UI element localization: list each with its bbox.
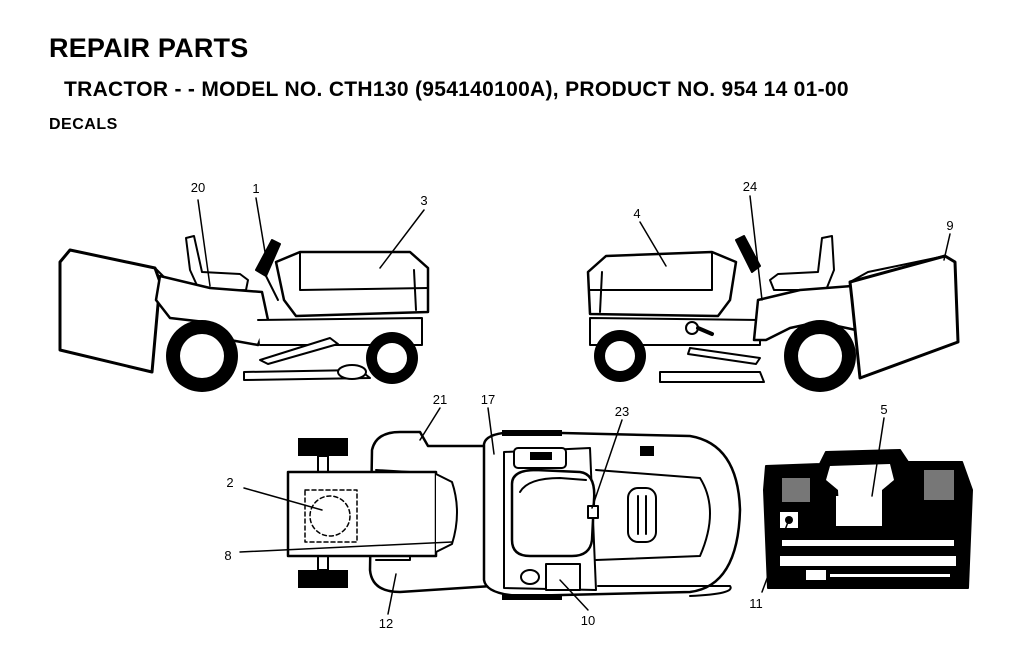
callout-17: 17	[481, 392, 495, 407]
leader-lines	[197, 195, 951, 615]
tractor-right-side-view	[586, 235, 960, 392]
callout-3: 3	[420, 193, 427, 208]
tractor-top-view	[286, 430, 742, 600]
callout-1: 1	[252, 181, 259, 196]
callout-11: 11	[749, 596, 763, 611]
callout-5: 5	[880, 402, 887, 417]
callout-9: 9	[946, 218, 953, 233]
callout-10: 10	[581, 613, 595, 628]
callout-12: 12	[379, 616, 393, 631]
callout-4: 4	[633, 206, 640, 221]
page-title: REPAIR PARTS	[49, 33, 249, 63]
hood-detail-view	[763, 449, 973, 589]
callout-labels: 20 1 3 4 24 9 21 17 23 5 2 8 12 10 11	[191, 179, 954, 631]
callout-8: 8	[224, 548, 231, 563]
callout-23: 23	[615, 404, 629, 419]
callout-2: 2	[226, 475, 233, 490]
callout-24: 24	[743, 179, 757, 194]
callout-21: 21	[433, 392, 447, 407]
callout-20: 20	[191, 180, 205, 195]
section-heading: DECALS	[49, 116, 118, 133]
page-subtitle: TRACTOR - - MODEL NO. CTH130 (954140100A…	[64, 78, 849, 101]
tractor-left-side-view	[58, 235, 430, 392]
